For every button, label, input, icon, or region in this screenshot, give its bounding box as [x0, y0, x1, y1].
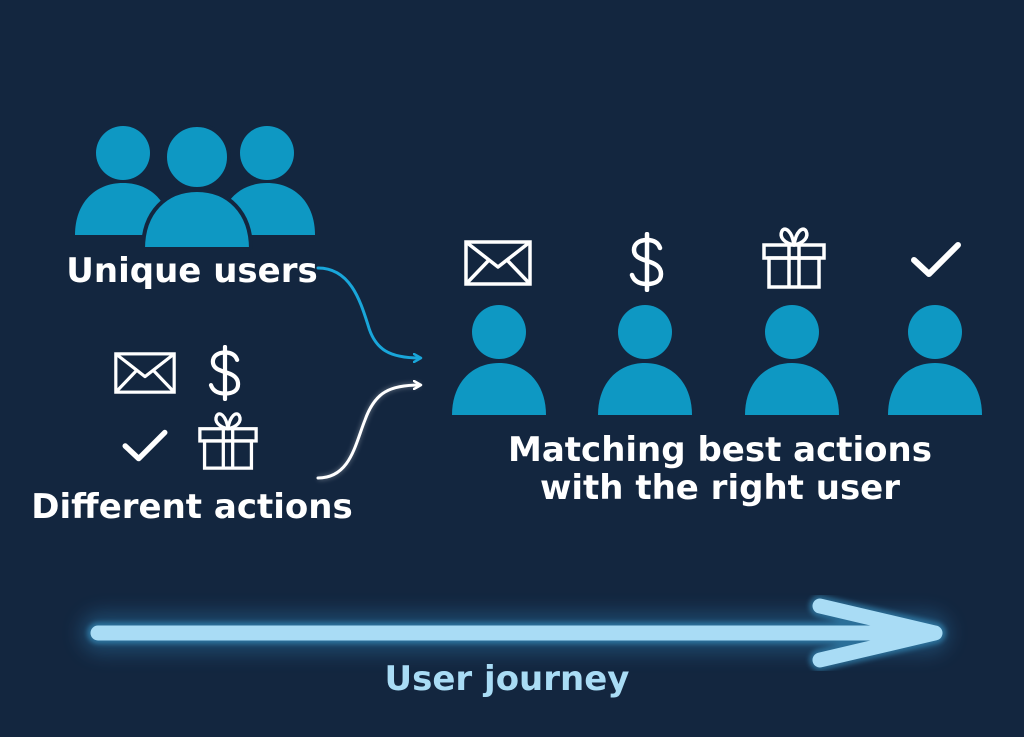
envelope-icon: [114, 352, 176, 394]
user-icon: [745, 305, 839, 415]
gift-icon: [198, 412, 258, 470]
user-icon: [598, 305, 692, 415]
matching-caption-line2: with the right user: [540, 468, 900, 508]
unique-users-group-icon: [75, 123, 315, 251]
user-journey-label: User journey: [385, 659, 630, 699]
checkmark-icon: [125, 433, 165, 459]
users-connector-arrow: [316, 266, 420, 358]
unique-users-label: Unique users: [66, 251, 317, 291]
user-journey-arrow: [80, 595, 950, 671]
dollar-icon: [632, 234, 661, 290]
user-icon: [452, 305, 546, 415]
gift-icon: [762, 227, 826, 289]
matching-caption-line1: Matching best actions: [508, 430, 932, 470]
user-icon: [888, 305, 982, 415]
checkmark-icon: [914, 245, 958, 274]
different-actions-label: Different actions: [31, 487, 352, 527]
dollar-icon: [211, 347, 238, 399]
actions-connector-glow: [317, 382, 421, 481]
actions-connector-arrow: [316, 385, 420, 480]
envelope-icon: [464, 240, 532, 286]
